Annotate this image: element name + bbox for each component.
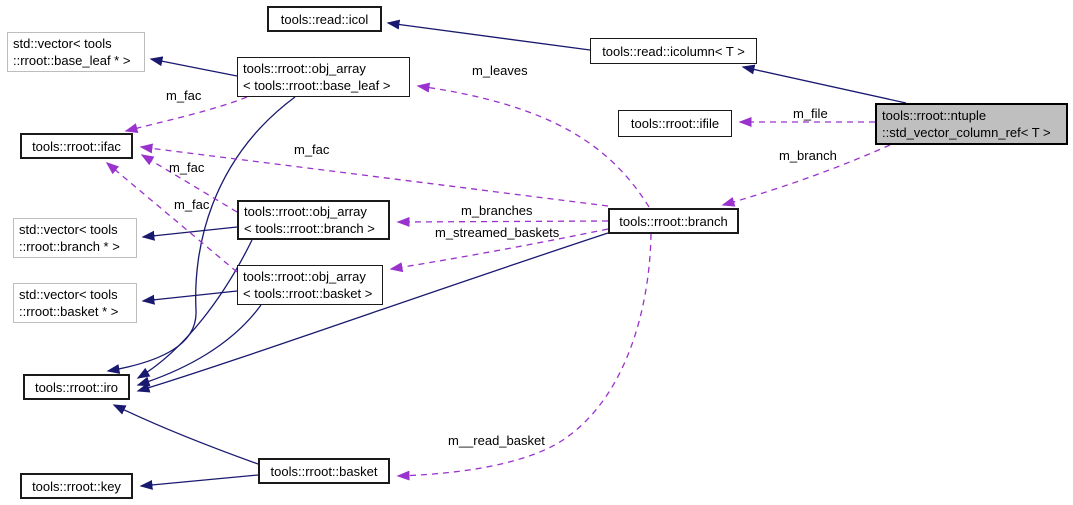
node-label: tools::read::icol — [280, 11, 369, 27]
edge-ntuple-to-icolumn — [741, 64, 907, 104]
edge-objarray-branch-to-ifac-m-fac — [140, 154, 238, 213]
edge-branch-to-basket-m-read-basket — [396, 233, 652, 481]
node-tools-rroot-branch[interactable]: tools::rroot::branch — [608, 208, 739, 234]
node-tools-rroot-iro[interactable]: tools::rroot::iro — [23, 374, 130, 400]
edge-branch-to-objarray-baseleaf-m-leaves — [416, 82, 650, 208]
edge-label-m-file: m_file — [793, 106, 828, 121]
node-tools-rroot-ifile[interactable]: tools::rroot::ifile — [618, 110, 732, 137]
node-label: tools::rroot::ifile — [630, 116, 720, 131]
node-label: tools::rroot::obj_array — [244, 204, 367, 219]
node-tools-read-icol[interactable]: tools::read::icol — [267, 6, 382, 32]
node-label: < tools::rroot::branch > — [244, 221, 375, 236]
edge-label-m-fac-obj-basket: m_fac — [174, 197, 210, 212]
edge-branch-to-objarray-basket-m-streamed-baskets — [389, 228, 609, 273]
node-std-vector-branch: std::vector< tools ::rroot::branch * > — [13, 218, 137, 258]
node-label: tools::rroot::ntuple — [882, 108, 987, 123]
node-label: < tools::rroot::base_leaf > — [243, 78, 391, 93]
edge-objarray-basket-to-iro — [136, 304, 262, 387]
node-label: ::rroot::basket * > — [19, 304, 119, 319]
node-std-vector-basket: std::vector< tools ::rroot::basket * > — [13, 283, 137, 323]
edge-label-m-fac-branch: m_fac — [294, 142, 330, 157]
edge-basket-to-iro — [112, 404, 259, 465]
edge-label-m-branches: m_branches — [461, 203, 533, 218]
node-label: ::rroot::branch * > — [19, 239, 120, 254]
node-label: tools::rroot::ifac — [32, 138, 121, 154]
node-label: tools::rroot::obj_array — [243, 61, 366, 76]
edge-label-m-read-basket: m__read_basket — [448, 433, 545, 448]
node-label: ::rroot::base_leaf * > — [13, 53, 131, 68]
node-label: tools::read::icolumn< T > — [602, 43, 745, 59]
edge-label-m-branch: m_branch — [779, 148, 837, 163]
node-label: tools::rroot::branch — [619, 213, 728, 229]
node-label: < tools::rroot::basket > — [243, 286, 373, 301]
edge-label-m-streamed-baskets: m_streamed_baskets — [435, 225, 560, 240]
node-tools-rroot-key[interactable]: tools::rroot::key — [20, 473, 133, 499]
node-tools-read-icolumn[interactable]: tools::read::icolumn< T > — [590, 38, 757, 64]
edge-objarray-baseleaf-to-iro — [106, 96, 296, 374]
node-obj-array-base-leaf[interactable]: tools::rroot::obj_array < tools::rroot::… — [237, 57, 410, 97]
edge-branch-to-objarray-branch-m-branches — [396, 216, 609, 227]
node-label: ::std_vector_column_ref< T > — [882, 125, 1051, 140]
node-label: tools::rroot::basket — [270, 463, 378, 479]
edge-branch-to-iro — [136, 232, 609, 393]
node-label: std::vector< tools — [19, 287, 118, 302]
edge-objarray-baseleaf-to-ifac-m-fac — [124, 96, 248, 133]
edge-branch-to-ifac-m-fac — [139, 143, 609, 207]
node-label: std::vector< tools — [19, 222, 118, 237]
edge-objarray-baseleaf-to-vector — [149, 56, 238, 77]
edge-objarray-branch-to-vector — [141, 226, 238, 241]
edge-icolumn-to-icol — [386, 19, 591, 51]
node-obj-array-branch[interactable]: tools::rroot::obj_array < tools::rroot::… — [237, 200, 390, 240]
node-tools-rroot-ifac[interactable]: tools::rroot::ifac — [20, 133, 133, 159]
node-label: tools::rroot::key — [32, 478, 121, 494]
edge-basket-to-key — [139, 474, 259, 490]
node-obj-array-basket[interactable]: tools::rroot::obj_array < tools::rroot::… — [237, 265, 383, 305]
node-label: tools::rroot::obj_array — [243, 269, 366, 284]
node-std-vector-base-leaf: std::vector< tools ::rroot::base_leaf * … — [7, 32, 145, 72]
edge-label-m-leaves: m_leaves — [472, 63, 528, 78]
edge-objarray-branch-to-iro — [136, 239, 253, 379]
node-label: std::vector< tools — [13, 36, 112, 51]
node-label: tools::rroot::iro — [34, 379, 119, 395]
edge-label-m-fac-obj-branch: m_fac — [169, 160, 205, 175]
edge-label-m-fac-base-leaf: m_fac — [166, 88, 202, 103]
node-ntuple-std-vector-column-ref: tools::rroot::ntuple ::std_vector_column… — [875, 103, 1068, 145]
edge-objarray-basket-to-vector — [141, 290, 238, 305]
edge-ntuple-to-branch-m-branch — [721, 144, 891, 207]
node-tools-rroot-basket[interactable]: tools::rroot::basket — [258, 458, 390, 484]
